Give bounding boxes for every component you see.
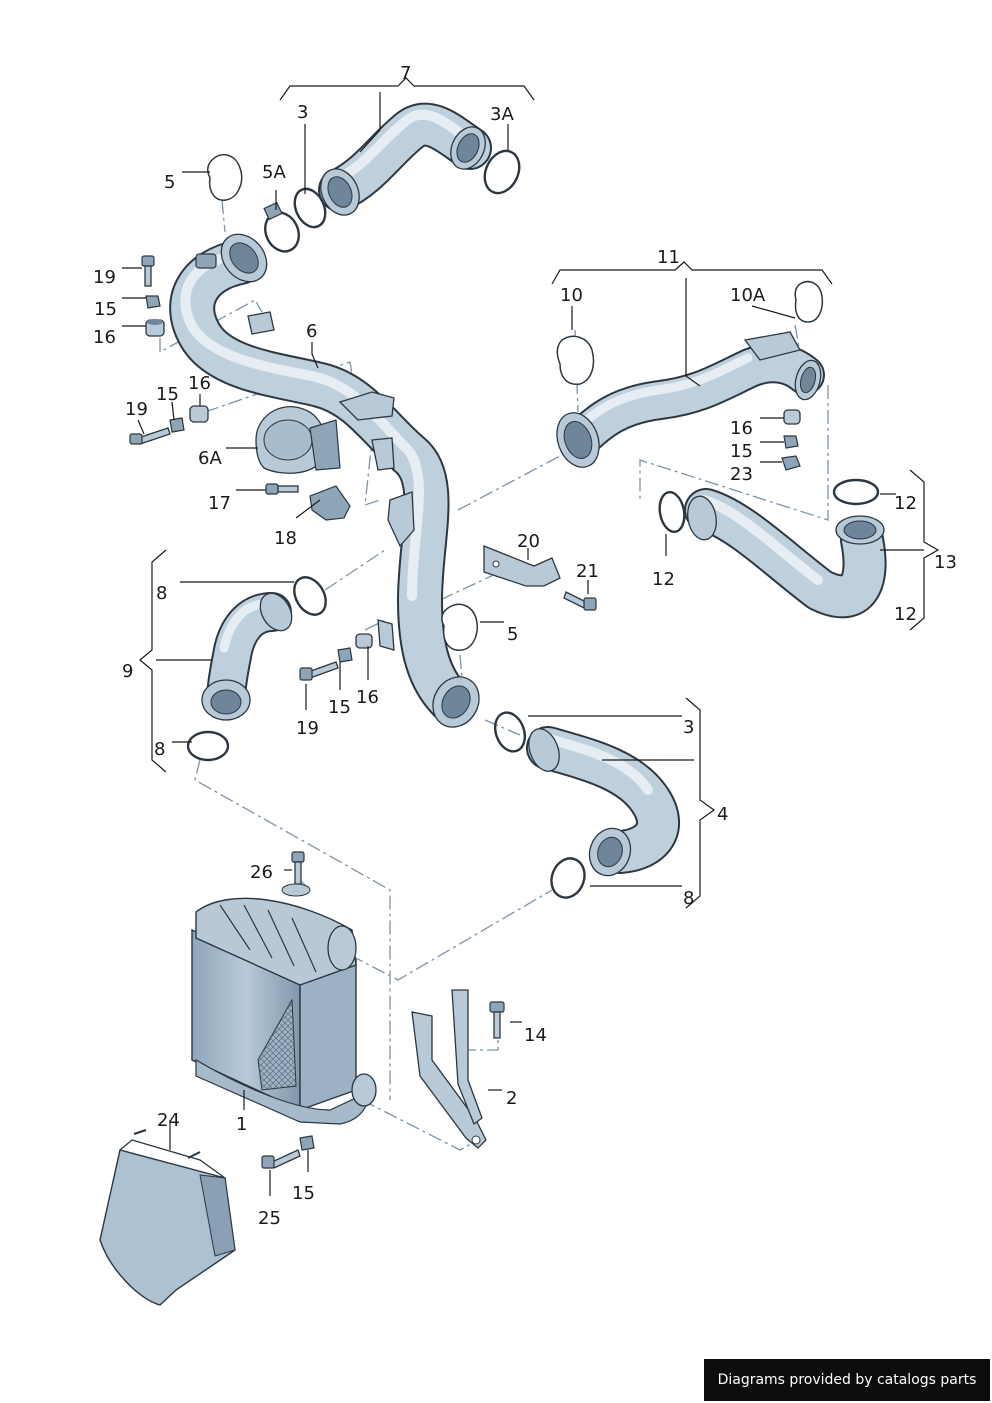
label-24: 24	[157, 1110, 180, 1131]
pipe-9	[201, 592, 293, 721]
valve-6A	[255, 406, 341, 474]
gasket-5-top	[207, 153, 243, 201]
callout-labels: 1 2 3 3 3A 4 5 5 5A 6 6A 7 8 8 8 9 10 10…	[93, 63, 957, 1229]
label-19-top: 19	[93, 267, 116, 288]
label-3-middle: 3	[683, 717, 694, 738]
label-16-right: 16	[730, 418, 753, 439]
label-15-lower: 15	[328, 697, 351, 718]
label-3A: 3A	[490, 104, 514, 125]
pipe-7	[318, 102, 492, 216]
label-5A: 5A	[262, 162, 286, 183]
gasket-10A	[794, 280, 824, 323]
bracket-2	[411, 989, 487, 1149]
label-8-lower: 8	[154, 739, 165, 760]
bracket-20	[483, 545, 561, 587]
label-25: 25	[258, 1208, 281, 1229]
label-5-lower: 5	[507, 624, 518, 645]
sensor-18	[309, 485, 351, 521]
label-16-middle: 16	[188, 373, 211, 394]
o-ring-8-upper	[293, 576, 327, 616]
label-9: 9	[122, 661, 133, 682]
label-17: 17	[208, 493, 231, 514]
catalog-credit-text: Diagrams provided by catalogs parts	[717, 1372, 977, 1388]
catalog-credit-badge: Diagrams provided by catalogs parts	[704, 1359, 990, 1401]
label-12-lower-right: 12	[894, 604, 917, 625]
leader-lines	[122, 92, 924, 1196]
o-ring-8-lower	[186, 730, 230, 762]
label-20: 20	[517, 531, 540, 552]
gasket-5-lower	[441, 603, 478, 651]
air-duct-24	[99, 1129, 236, 1306]
label-19-middle: 19	[125, 399, 148, 420]
fasteners	[129, 255, 801, 1169]
label-5-top: 5	[164, 172, 175, 193]
label-15-bottom: 15	[292, 1183, 315, 1204]
label-12-upper-right: 12	[894, 493, 917, 514]
o-ring-8-right	[550, 857, 586, 899]
clamp-5A	[263, 201, 300, 253]
label-13: 13	[934, 552, 957, 573]
pipe-11	[556, 331, 825, 468]
o-ring-12-left	[658, 490, 686, 534]
label-3-top: 3	[297, 102, 308, 123]
label-10: 10	[560, 285, 583, 306]
label-15-right: 15	[730, 441, 753, 462]
label-14: 14	[524, 1025, 547, 1046]
group-brackets	[139, 77, 940, 909]
label-16-top: 16	[93, 327, 116, 348]
label-12-left: 12	[652, 569, 675, 590]
label-19-lower: 19	[296, 718, 319, 739]
o-ring-3-top	[293, 187, 327, 229]
label-10A: 10A	[730, 285, 766, 306]
pipe-6	[169, 233, 480, 728]
label-15-middle: 15	[156, 384, 179, 405]
pipe-4	[526, 726, 680, 877]
label-7: 7	[400, 63, 411, 84]
label-15-top: 15	[94, 299, 117, 320]
label-18: 18	[274, 528, 297, 549]
label-26: 26	[250, 862, 273, 883]
label-8-upper: 8	[156, 583, 167, 604]
label-6: 6	[306, 321, 317, 342]
o-ring-3A	[483, 149, 521, 195]
intercooler-1	[191, 897, 377, 1125]
o-ring-12-right	[832, 478, 880, 506]
hose-13	[684, 488, 887, 619]
gasket-10	[556, 335, 595, 385]
label-16-lower: 16	[356, 687, 379, 708]
label-21: 21	[576, 561, 599, 582]
label-2: 2	[506, 1088, 517, 1109]
label-6A: 6A	[198, 448, 222, 469]
label-11: 11	[657, 247, 680, 268]
label-4: 4	[717, 804, 728, 825]
label-1: 1	[236, 1114, 247, 1135]
o-ring-3-middle	[493, 711, 527, 753]
label-8-right: 8	[683, 888, 694, 909]
label-23: 23	[730, 464, 753, 485]
